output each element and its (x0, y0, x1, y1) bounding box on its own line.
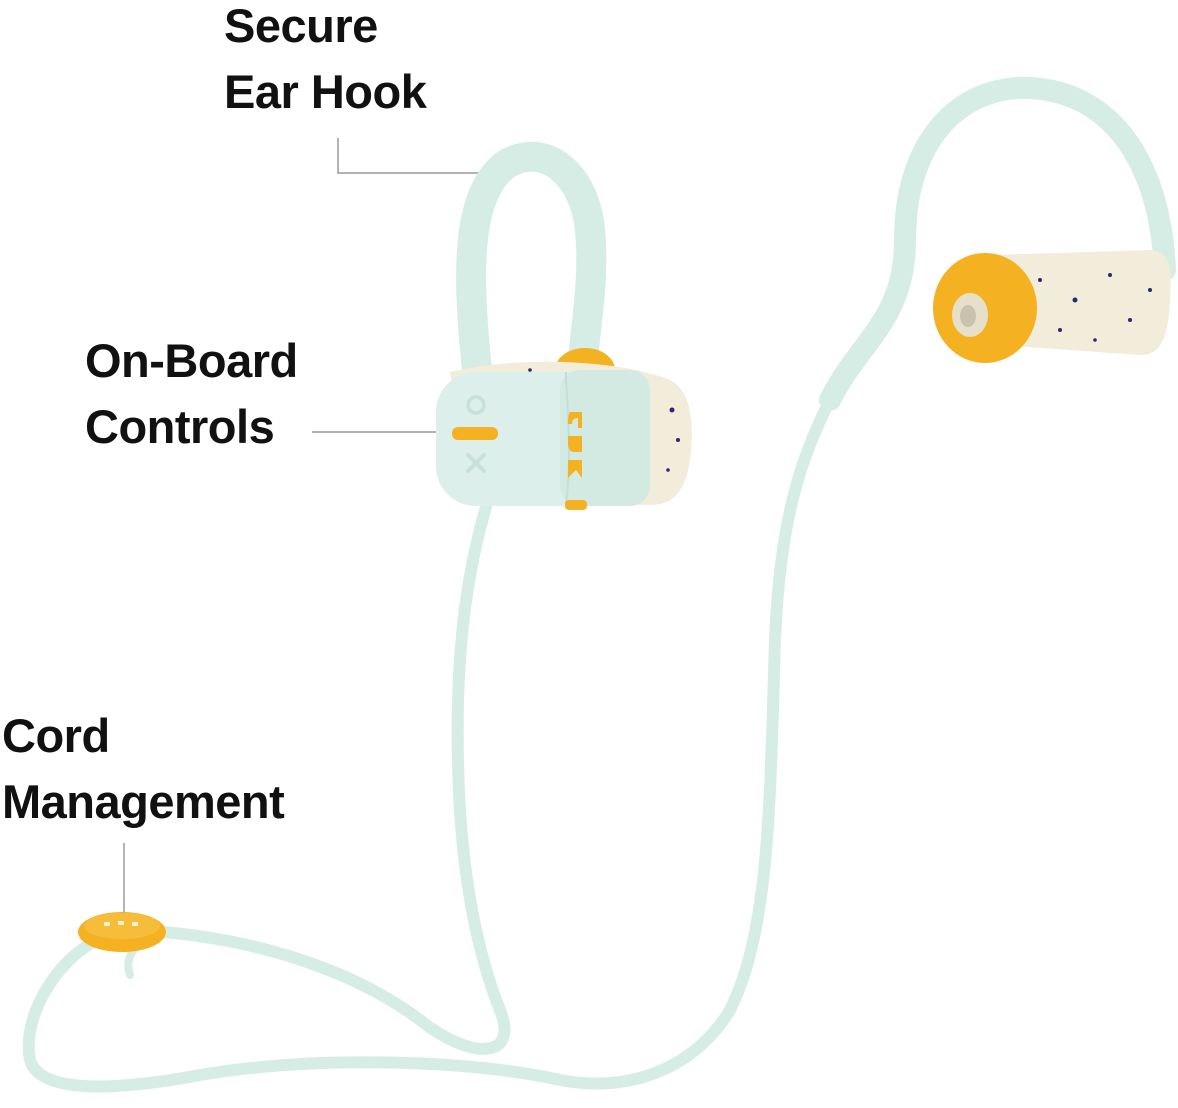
callout-line: Management (2, 775, 285, 828)
right-ear-hook (819, 76, 1176, 411)
left-earbud (436, 348, 692, 510)
leader-line-ear-hook (337, 138, 492, 174)
brand-logo (568, 412, 582, 478)
x-button-icon (466, 453, 486, 473)
callout-line: Ear Hook (224, 65, 427, 118)
yellow-control-button (452, 427, 498, 440)
callout-cord-management: Cord Management (2, 703, 285, 835)
callout-line: Cord (2, 709, 110, 762)
callout-on-board-controls: On-Board Controls (85, 328, 298, 460)
callout-line: Secure (224, 0, 378, 52)
callout-secure-ear-hook: Secure Ear Hook (224, 0, 427, 125)
callout-line: Controls (85, 400, 275, 453)
left-ear-hook (456, 141, 607, 405)
power-button-icon (466, 395, 486, 415)
cord-management-clip (78, 912, 166, 952)
right-earbud (933, 250, 1171, 363)
callout-line: On-Board (85, 334, 298, 387)
